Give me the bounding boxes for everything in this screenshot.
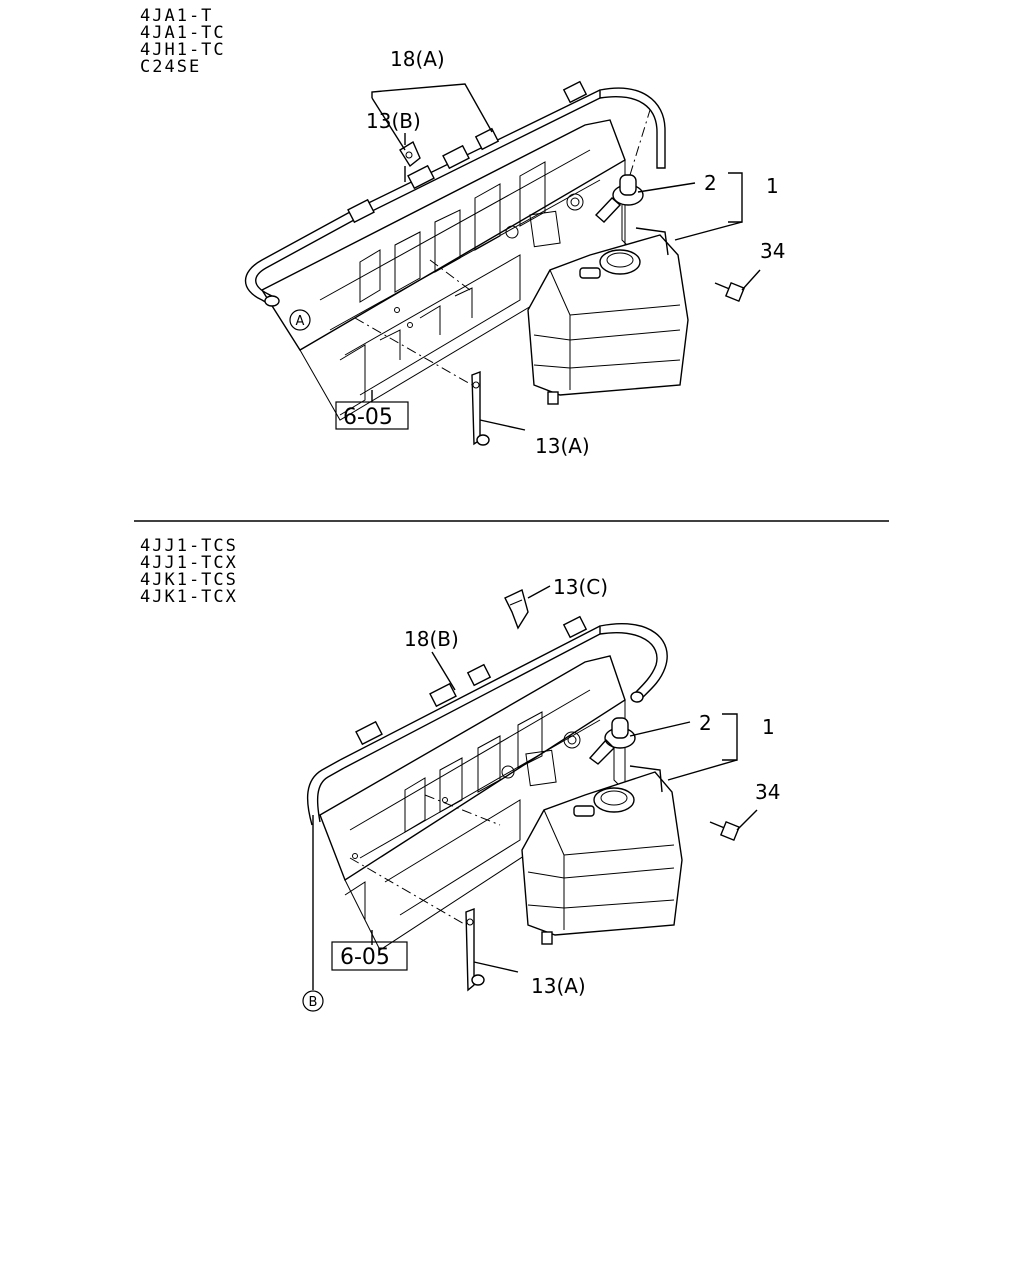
bottom-model-list: 4JJ1-TCS 4JJ1-TCX 4JK1-TCS 4JK1-TCX — [140, 538, 238, 606]
ref-page-link[interactable]: 6-05 — [340, 945, 390, 970]
bottom-hose — [306, 615, 668, 826]
callout-cap: 2 — [699, 711, 712, 735]
model-code: 4JH1-TC — [140, 40, 226, 60]
callout-clip-b: 13(B) — [366, 109, 421, 133]
marker-a-label: A — [296, 314, 305, 329]
callout-hose: 18(A) — [390, 47, 445, 71]
callout-clip-c: 13(C) — [553, 575, 608, 599]
bottom-bolt — [709, 820, 741, 842]
top-frame-rail — [260, 119, 626, 421]
bottom-assembly: 13(C) 18(B) 2 1 34 13(A) 6-05 B — [302, 575, 780, 1012]
top-clip-b — [399, 140, 421, 182]
top-cap — [594, 174, 644, 259]
callout-tank: 1 — [762, 715, 775, 739]
callout-tank: 1 — [766, 174, 779, 198]
ref-box — [335, 401, 409, 430]
top-model-list: 4JA1-T 4JA1-TC 4JH1-TC C24SE — [140, 8, 226, 76]
bottom-frame-rail — [319, 655, 626, 951]
callout-hose: 18(B) — [404, 627, 459, 651]
model-code: 4JA1-T — [140, 6, 214, 26]
top-assembly: 18(A) 13(B) 2 1 34 13(A) 6-05 A — [245, 47, 785, 458]
callout-bracket: 13(A) — [535, 434, 590, 458]
top-bolt — [714, 281, 746, 303]
ref-page-link[interactable]: 6-05 — [343, 405, 393, 430]
top-leaders — [354, 83, 761, 431]
callout-bracket: 13(A) — [531, 974, 586, 998]
model-code: 4JA1-TC — [140, 23, 226, 43]
bottom-bracket — [465, 907, 485, 992]
model-code: C24SE — [140, 57, 202, 77]
connector-marker-a — [289, 309, 311, 331]
top-reservoir-tank — [527, 227, 689, 405]
model-code: 4JJ1-TCS — [140, 536, 238, 556]
callout-bolt: 34 — [760, 239, 785, 263]
top-hose — [245, 80, 666, 307]
connector-marker-b — [302, 990, 324, 1012]
top-bracket — [471, 370, 490, 446]
bottom-leaders — [312, 585, 758, 990]
bottom-clip-c — [504, 589, 529, 630]
marker-b-label: B — [309, 995, 318, 1010]
model-code: 4JK1-TCX — [140, 587, 238, 607]
bottom-cap — [588, 717, 636, 799]
ref-box — [331, 941, 408, 971]
callout-bolt: 34 — [755, 780, 780, 804]
callout-cap: 2 — [704, 171, 717, 195]
model-code: 4JK1-TCS — [140, 570, 238, 590]
model-code: 4JJ1-TCX — [140, 553, 238, 573]
bottom-reservoir-tank — [521, 765, 683, 945]
